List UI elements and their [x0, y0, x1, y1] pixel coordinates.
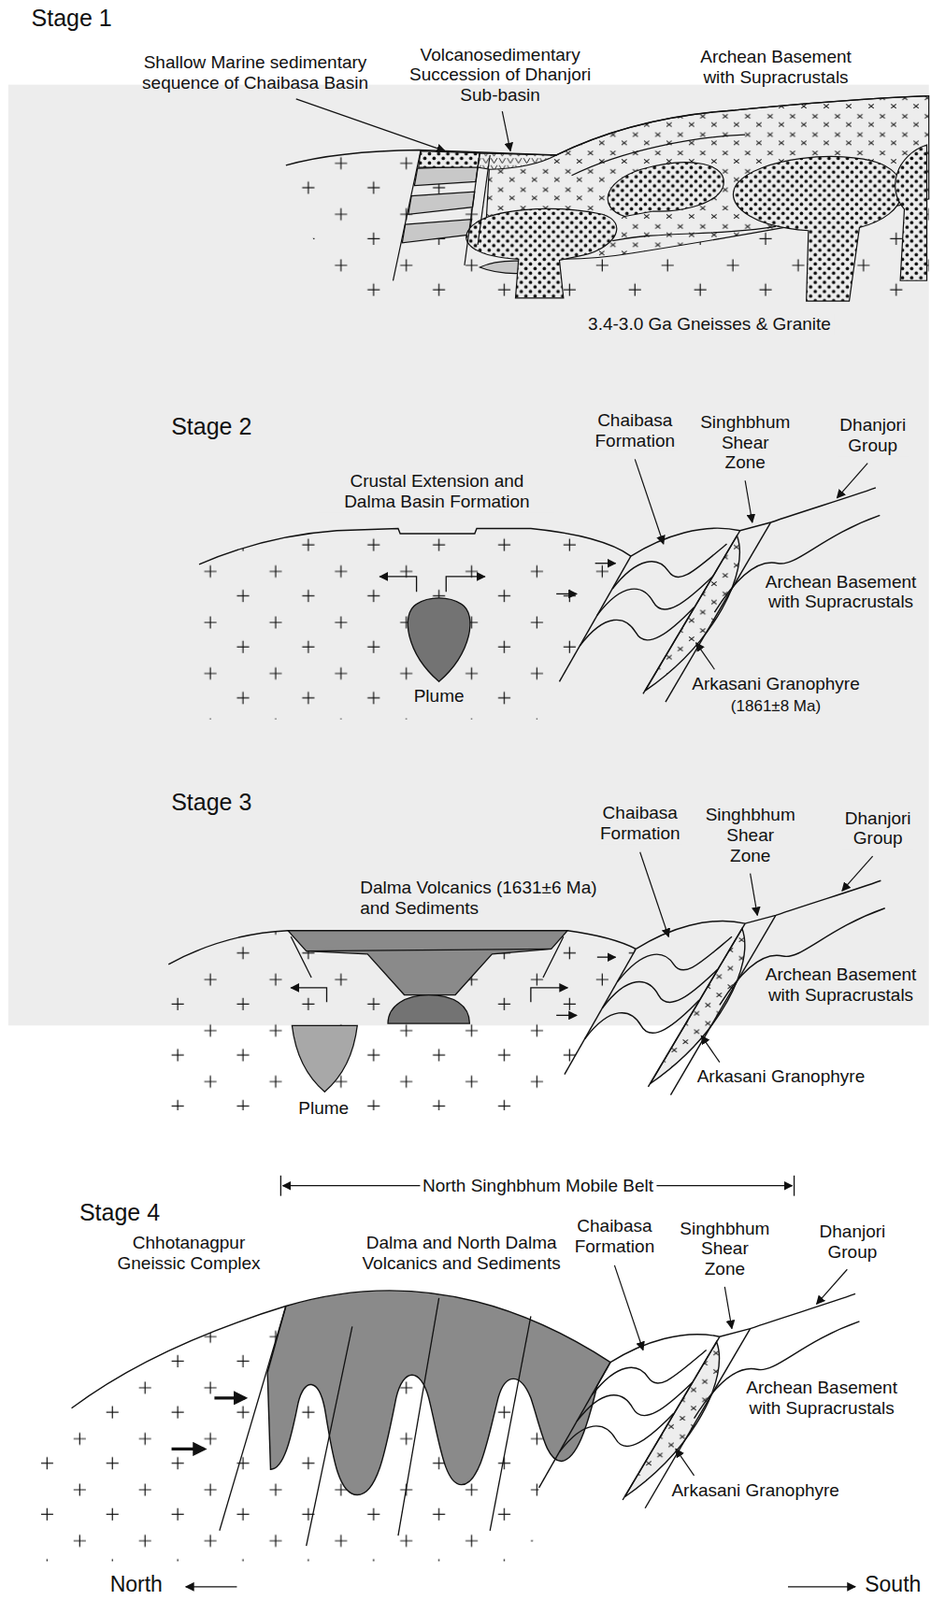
- stage-heading: Stage 3: [168, 788, 255, 817]
- unit-label: Chaibasa Formation: [597, 802, 684, 845]
- unit-label: Dhanjori Group: [842, 808, 915, 850]
- plume: [407, 598, 471, 683]
- plume-label: Plume: [295, 1098, 352, 1119]
- thrust-fault: [306, 1326, 353, 1547]
- age-label: (1861±8 Ma): [728, 697, 824, 717]
- stage-2-section: [199, 529, 631, 720]
- leader-arrow: [296, 99, 445, 152]
- push-arrow: [556, 1015, 577, 1017]
- direction-arrow: [186, 1586, 238, 1588]
- stage-heading: Stage 4: [76, 1199, 163, 1227]
- unit-label: Archean Basement with Supracrustals: [737, 1377, 907, 1419]
- extension-arrow: [290, 988, 327, 1003]
- unit-label: Archean Basement with Supracrustals: [756, 964, 926, 1006]
- layer-line: [306, 948, 552, 951]
- extension-arrow: [530, 988, 568, 1003]
- unit-label: Dalma and North Dalma Volcanics and Sedi…: [346, 1232, 577, 1275]
- bracket-end: [280, 1175, 282, 1197]
- unit-label: Dhanjori Group: [816, 1221, 889, 1263]
- fault-line: [543, 936, 564, 978]
- ground-surface: [199, 529, 631, 565]
- push-arrow: [171, 1447, 205, 1451]
- unit-label: Chhotanagpur Gneissic Complex: [104, 1232, 274, 1275]
- leader-arrow: [501, 111, 511, 152]
- sediment-layer: [408, 191, 475, 215]
- chaibasa-basin-fill: [418, 151, 481, 168]
- ground-surface: [286, 96, 928, 166]
- direction-label: North: [107, 1572, 166, 1597]
- fault-line: [477, 155, 490, 245]
- direction-label: South: [861, 1572, 924, 1597]
- sediment-layer: [401, 219, 472, 244]
- push-arrow: [214, 1396, 245, 1400]
- ground-surface: [71, 1306, 287, 1409]
- stage-1-section: [286, 96, 930, 301]
- unit-label: Archean Basement with Supracrustals: [691, 46, 861, 88]
- unit-label: Arkasani Granophyre: [668, 1480, 843, 1502]
- granite-dome: [732, 156, 903, 301]
- granite-dome: [607, 162, 724, 217]
- crust: [199, 529, 631, 720]
- unit-label: Singhbhum Shear Zone: [697, 412, 793, 474]
- fault-line: [392, 151, 420, 282]
- dalma-fold-belt: [267, 1290, 611, 1496]
- unit-label: Singhbhum Shear Zone: [676, 1218, 773, 1281]
- push-arrow: [595, 562, 616, 564]
- unit-label: Shallow Marine sedimentary sequence of C…: [112, 53, 399, 95]
- unit-label: Dalma Volcanics (1631±6 Ma) and Sediment…: [357, 877, 625, 919]
- push-arrow: [556, 593, 577, 595]
- bracket-end: [793, 1175, 795, 1197]
- unit-label: 3.4-3.0 Ga Gneisses & Granite: [585, 314, 834, 335]
- panel-ground: [8, 85, 930, 1027]
- stage-heading: Stage 1: [28, 4, 115, 32]
- unit-label: Singhbhum Shear Zone: [702, 805, 799, 868]
- crust: [153, 931, 636, 1111]
- push-arrow: [597, 956, 616, 958]
- extent-label: North Singhbhum Mobile Belt: [419, 1175, 657, 1197]
- layer-line: [612, 226, 776, 241]
- process-label: Crustal Extension and Dalma Basin Format…: [319, 472, 555, 514]
- thrust-fault: [398, 1298, 440, 1536]
- extent-bracket: [280, 1175, 794, 1197]
- stage-4-section: [41, 1290, 856, 1588]
- thrust-fault: [489, 1316, 531, 1531]
- extension-arrow: [379, 576, 416, 592]
- unit-label: Arkasani Granophyre: [694, 1066, 869, 1088]
- granite-dome: [895, 144, 928, 281]
- unit-label: Archean Basement with Supracrustals: [756, 572, 926, 614]
- unit-label: Volcanosedimentary Succession of Dhanjor…: [403, 44, 597, 107]
- stage-heading: Stage 2: [168, 413, 255, 441]
- sediment-layer: [414, 166, 478, 187]
- unit-label: Arkasani Granophyre: [688, 673, 863, 695]
- direction-arrow: [787, 1586, 856, 1588]
- fault-line: [290, 936, 312, 978]
- unit-label: Dhanjori Group: [836, 415, 909, 457]
- stage-3-section: [153, 931, 636, 1111]
- extension-arrow: [445, 576, 485, 592]
- unit-label: Chaibasa Formation: [592, 410, 679, 452]
- granite-dome: [466, 209, 617, 299]
- fault-line: [464, 153, 480, 266]
- plume-label: Plume: [411, 686, 468, 707]
- dalma-volcanics: [287, 931, 568, 996]
- plume: [291, 1025, 358, 1092]
- plume-head: [387, 995, 470, 1025]
- unit-label: Chaibasa Formation: [572, 1217, 659, 1259]
- thrust-fault: [219, 1306, 287, 1532]
